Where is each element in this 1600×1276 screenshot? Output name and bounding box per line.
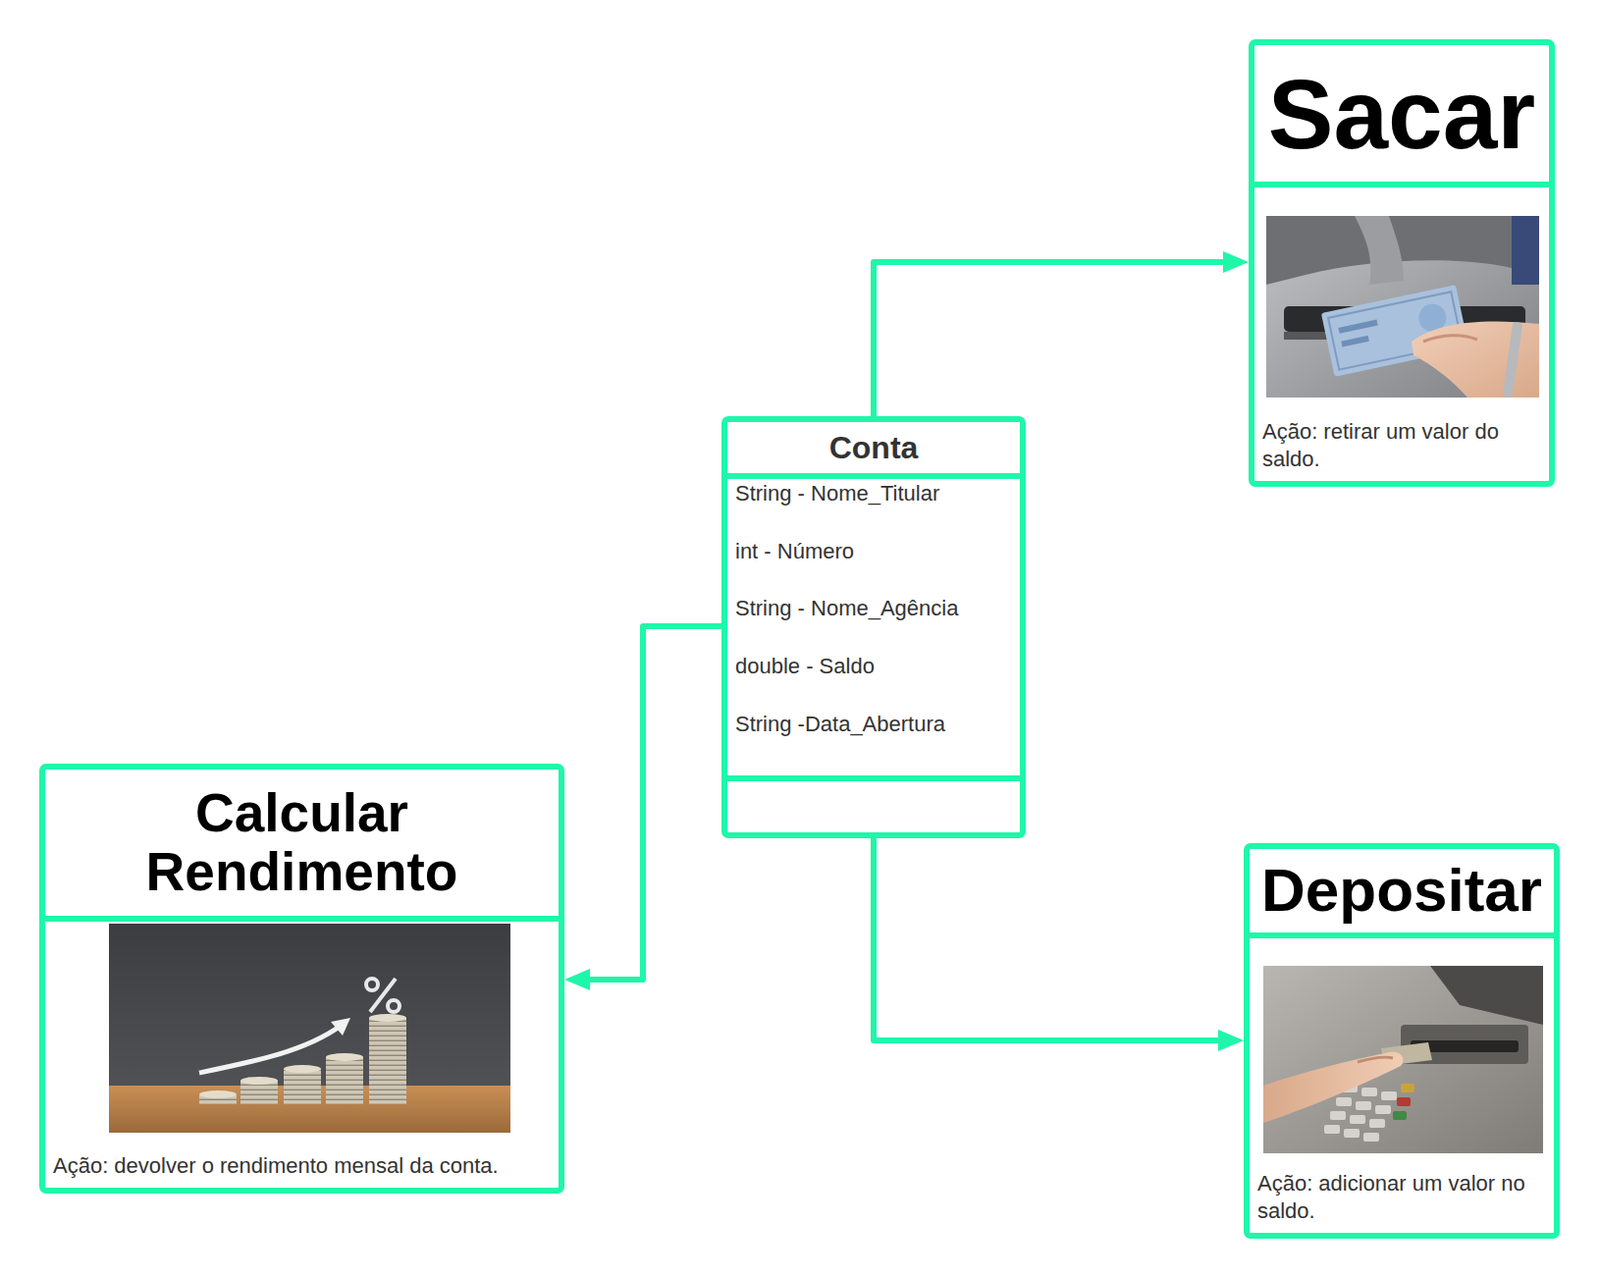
arrow-head (1218, 1029, 1244, 1052)
section-divider (727, 775, 1020, 782)
box-title: Calcular Rendimento (53, 784, 551, 902)
box-title: Depositar (1261, 857, 1543, 924)
class-box: ContaString - Nome_Titularint - NúmeroSt… (721, 416, 1026, 839)
attribute-text: double - Saldo (735, 652, 875, 681)
connector-line (873, 838, 1222, 1041)
action-text: Ação: devolver o rendimento mensal da co… (53, 1152, 551, 1180)
box-header: Depositar (1249, 849, 1554, 939)
box-header: Conta (727, 422, 1020, 480)
action-card: Calcular RendimentoAção: devolver o rend… (39, 763, 565, 1194)
connector-line (873, 262, 1227, 417)
attribute-text: String - Nome_Agência (735, 594, 959, 623)
connector (873, 251, 1249, 417)
connector (873, 838, 1244, 1052)
interest-photo (108, 923, 511, 1133)
attribute-text: String - Nome_Titular (735, 480, 940, 508)
action-text: Ação: retirar um valor do saldo. (1262, 418, 1542, 474)
box-title: Sacar (1268, 60, 1536, 167)
action-card: SacarAção: retirar um valor do saldo. (1248, 39, 1555, 487)
withdraw-photo (1266, 215, 1540, 398)
deposit-photo (1263, 965, 1544, 1154)
action-text: Ação: adicionar um valor no saldo. (1257, 1170, 1547, 1226)
box-title: Conta (829, 430, 919, 466)
action-card: DepositarAção: adicionar um valor no sal… (1243, 843, 1560, 1239)
box-header: Calcular Rendimento (45, 769, 559, 922)
arrow-head (1223, 251, 1249, 273)
attribute-text: int - Número (735, 537, 854, 566)
connector-line (586, 626, 722, 980)
box-header: Sacar (1254, 45, 1549, 188)
attribute-text: String -Data_Abertura (735, 710, 946, 739)
connector (564, 626, 722, 991)
arrow-head (564, 968, 590, 991)
